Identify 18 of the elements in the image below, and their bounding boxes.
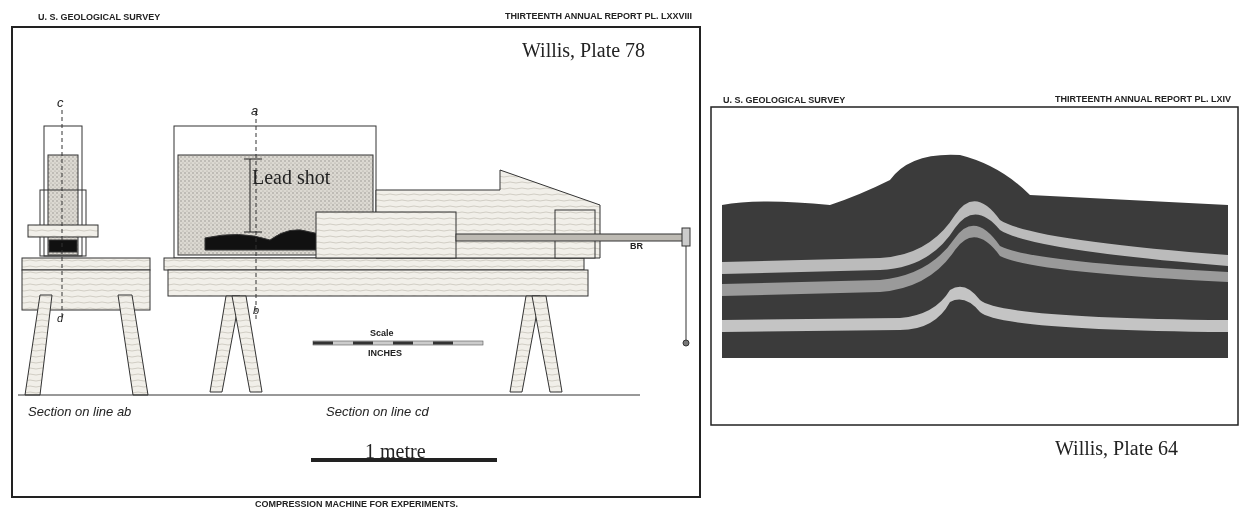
section-letter: c	[57, 96, 64, 109]
caption: COMPRESSION MACHINE FOR EXPERIMENTS.	[255, 500, 459, 509]
plate-title: Willis, Plate 78	[522, 40, 646, 60]
section-caption: Section on line ab	[28, 405, 132, 418]
scale-label: INCHES	[368, 349, 402, 358]
page-header: THIRTEENTH ANNUAL REPORT PL. LXXVIII	[505, 12, 692, 21]
section-letter: a	[251, 104, 259, 117]
part-letter: BR	[630, 242, 643, 251]
plate-title: Willis, Plate 64	[1055, 438, 1179, 458]
section-letter: d	[57, 313, 64, 324]
page-header: THIRTEENTH ANNUAL REPORT PL. LXIV	[1055, 95, 1231, 104]
page-header: U. S. GEOLOGICAL SURVEY	[723, 96, 846, 105]
scale-label: Scale	[370, 329, 394, 338]
section-caption: Section on line cd	[326, 405, 429, 418]
page-header: U. S. GEOLOGICAL SURVEY	[38, 13, 161, 22]
section-letter: b	[253, 305, 260, 316]
material-label: Lead shot	[252, 167, 331, 187]
scale-label: 1 metre	[365, 441, 426, 461]
